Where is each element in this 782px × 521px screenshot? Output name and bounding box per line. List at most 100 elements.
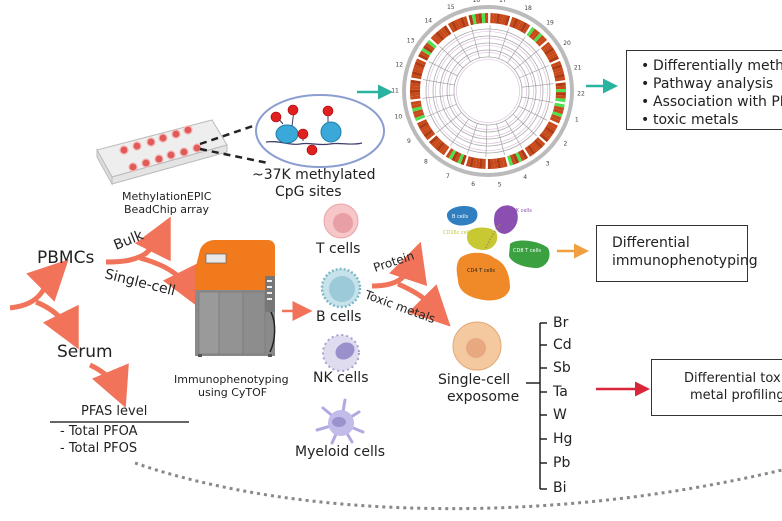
circos-chromosome-label: 10 (395, 114, 403, 121)
umap-cluster-b-cells (446, 206, 478, 226)
circos-heatmap-segment (447, 22, 456, 33)
pfas-item-pfoa: - Total PFOA (60, 424, 138, 439)
circos-heatmap-segment (411, 74, 422, 80)
circos-heatmap-segment (413, 64, 425, 71)
circos-heatmap-segment (496, 158, 502, 169)
circos-heatmap-segment (551, 63, 563, 71)
serum-label: Serum (57, 342, 113, 362)
circos-heatmap-segment (531, 141, 541, 151)
circos-heatmap-segment (465, 156, 472, 167)
umap-cluster-plot (446, 205, 550, 301)
circos-heatmap-segment (459, 17, 467, 28)
circos-heatmap-segment (555, 88, 566, 93)
circos-heatmap-segment (507, 155, 514, 166)
circos-heatmap-segment (430, 35, 441, 45)
methylation-outcomes-box: Differentially meth Pathway analysis Ass… (626, 50, 782, 130)
circos-heatmap-segment (537, 37, 548, 47)
circos-track-ring (446, 49, 530, 133)
metal-pb: Pb (553, 455, 571, 471)
metal-sb: Sb (553, 360, 571, 376)
circos-chromosome-label: 4 (523, 174, 527, 181)
nk-cell-icon (322, 334, 360, 372)
circos-chromosome-label: 15 (447, 4, 455, 11)
circos-heatmap-segment (460, 154, 467, 166)
circos-heatmap-segment (544, 126, 555, 135)
methylated-dna-illustration (255, 94, 385, 168)
circos-chromosome-label: 11 (391, 87, 399, 94)
circos-heatmap-segment (425, 131, 436, 141)
circos-heatmap-segment (411, 70, 423, 77)
circos-heatmap-segment (451, 151, 459, 162)
circos-heatmap-segment (490, 13, 494, 24)
circos-heatmap-segment (448, 149, 457, 160)
beadchip-label-line2: BeadChip array (124, 203, 210, 216)
circos-heatmap-segment (421, 126, 432, 135)
circos-chromosome-label: 19 (546, 20, 554, 27)
circos-heatmap-segment (423, 45, 434, 54)
circos-chromosome-label: 3 (546, 160, 550, 167)
pbmcs-label: PBMCs (37, 248, 95, 268)
circos-heatmap-segment (410, 92, 421, 97)
zoom-callout-lines (199, 123, 269, 165)
circos-heatmap-segment (414, 114, 426, 122)
circos-heatmap-segment (501, 14, 507, 26)
toxic-metals-branch-label: Toxic metals (362, 287, 437, 326)
circos-spoke (496, 123, 505, 155)
circos-spoke (518, 105, 548, 121)
metal-w: W (553, 407, 567, 423)
circos-heatmap-segment (457, 153, 465, 165)
circos-heatmap-segment (517, 150, 526, 162)
circos-chromosome-label: 17 (499, 0, 507, 4)
metal-hg: Hg (553, 431, 573, 447)
circos-spoke (422, 79, 455, 86)
immunophenotyping-outcome-box: Differential immunophenotyping (596, 225, 758, 282)
circos-spoke (467, 123, 478, 154)
circos-heatmap-segment (550, 60, 562, 68)
circos-heatmap-segment (472, 157, 478, 169)
circos-heatmap-segment (416, 119, 428, 127)
circos-heatmap-segment (433, 139, 443, 150)
circos-heatmap-segment (552, 67, 564, 73)
outcome-item: Pathway analysis (641, 75, 782, 93)
circos-heatmap-segment (433, 33, 443, 43)
circos-track-ring (456, 59, 520, 123)
single-cell-branch-label: Single-cell (103, 266, 177, 299)
circos-spoke (450, 118, 469, 146)
cell-type-label-b-cells: B cells (316, 309, 362, 325)
circos-heatmap-segment (484, 13, 489, 24)
metal-bi: Bi (553, 480, 567, 496)
circos-heatmap-segment (519, 22, 528, 33)
circos-heatmap-segment (411, 106, 423, 112)
circos-heatmap-segment (435, 141, 445, 152)
exposome-label-line2: exposome (447, 389, 520, 405)
circos-track-ring (453, 56, 523, 126)
circos-chromosome-label: 7 (446, 173, 450, 180)
circos-heatmap-segment (522, 23, 531, 34)
circos-track-ring (442, 45, 534, 137)
metal-profiling-outcome-box: Differential tox metal profiling (651, 359, 782, 416)
circos-spoke (428, 61, 458, 77)
circos-heatmap-segment (554, 76, 566, 82)
outcome-item: Differentially meth (641, 57, 782, 75)
circos-heatmap-segment (410, 79, 421, 85)
metal-br: Br (553, 315, 569, 331)
circos-heatmap-segment (542, 44, 553, 53)
metal-cd: Cd (553, 337, 572, 353)
umap-cluster-cd4-t-cells (456, 252, 510, 301)
pfas-association-dotted-curve (134, 461, 782, 511)
circos-heatmap-segment (490, 158, 495, 169)
metals-bracket (526, 322, 547, 490)
circos-heatmap-segment (526, 26, 535, 37)
circos-heatmap-segment (462, 16, 469, 27)
circos-spoke (519, 65, 549, 79)
myeloid-cell-icon (315, 398, 365, 445)
circos-heatmap-segment (428, 135, 439, 145)
circos-heatmap-segment (554, 73, 565, 79)
circos-heatmap-segment (550, 113, 562, 121)
circos-chromosome-label: 21 (574, 64, 582, 71)
circos-spoke (521, 83, 554, 88)
circos-spoke (505, 120, 523, 148)
circos-track-ring (449, 52, 527, 130)
circos-heatmap-segment (482, 158, 486, 169)
